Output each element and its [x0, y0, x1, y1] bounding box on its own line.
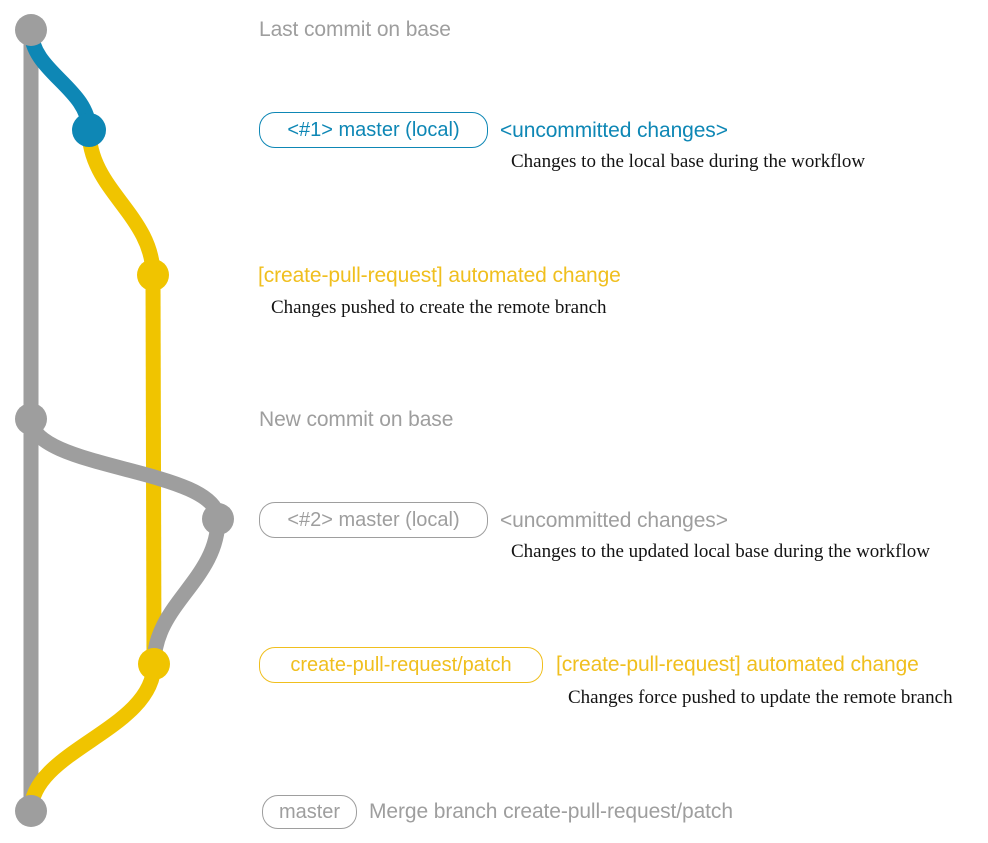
edge-local-1-to-remote-1	[81, 129, 161, 276]
edge-base-2-to-local-2	[23, 417, 226, 521]
annotation-new-commit-on-base: New commit on base	[259, 408, 454, 431]
ref-pill-master[interactable]: master	[262, 795, 357, 829]
edge-remote-2-to-merge	[23, 663, 162, 812]
annotation-automated-change-2: [create-pull-request] automated change	[556, 653, 919, 676]
commit-node-remote-2[interactable]	[138, 648, 170, 680]
ref-pill-label: <#1> master (local)	[287, 119, 460, 141]
commit-node-base-2[interactable]	[15, 403, 47, 435]
commit-node-remote-1[interactable]	[137, 259, 169, 291]
annotation-last-commit-on-base: Last commit on base	[259, 18, 451, 41]
edge-base-to-local-1	[23, 29, 97, 131]
annotation-automated-change-1-description: Changes pushed to create the remote bran…	[271, 297, 607, 318]
commit-node-base-1[interactable]	[15, 14, 47, 46]
ref-pill-master-local-1[interactable]: <#1> master (local)	[259, 112, 488, 148]
commit-node-local-2[interactable]	[202, 503, 234, 535]
annotation-uncommitted-changes-2: <uncommitted changes>	[500, 509, 728, 532]
ref-pill-label: <#2> master (local)	[287, 509, 460, 531]
commit-node-local-1[interactable]	[72, 113, 106, 147]
ref-pill-master-local-2[interactable]: <#2> master (local)	[259, 502, 488, 538]
ref-pill-label: create-pull-request/patch	[290, 654, 512, 676]
annotation-uncommitted-changes-2-description: Changes to the updated local base during…	[511, 541, 930, 562]
commit-node-base-merge[interactable]	[15, 795, 47, 827]
annotation-uncommitted-changes-1: <uncommitted changes>	[500, 119, 728, 142]
commit-nodes	[15, 14, 234, 827]
ref-pill-create-pull-request-patch[interactable]: create-pull-request/patch	[259, 647, 543, 683]
annotation-automated-change-2-description: Changes force pushed to update the remot…	[568, 687, 953, 708]
annotation-uncommitted-changes-1-description: Changes to the local base during the wor…	[511, 151, 866, 172]
ref-pill-label: master	[278, 801, 341, 823]
edge-local-2-to-remote-2	[146, 518, 226, 665]
annotation-automated-change-1: [create-pull-request] automated change	[258, 264, 621, 287]
annotation-merge-branch: Merge branch create-pull-request/patch	[369, 800, 733, 823]
